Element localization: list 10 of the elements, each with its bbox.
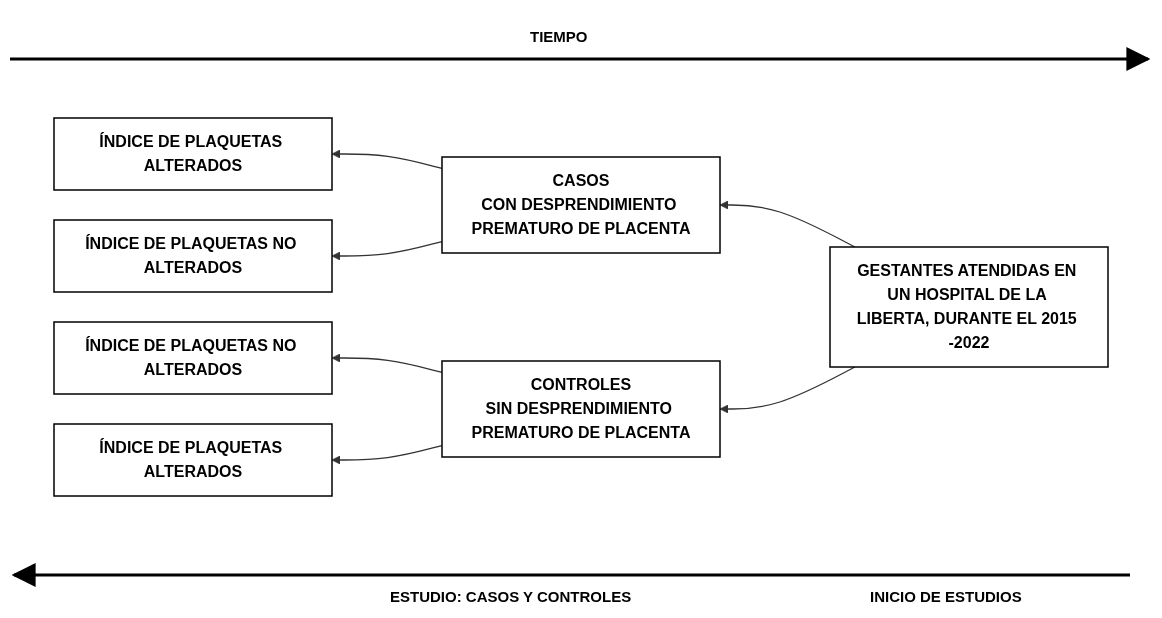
- axis-label: INICIO DE ESTUDIOS: [870, 588, 1022, 605]
- node-box: ÍNDICE DE PLAQUETAS ALTERADOS: [53, 423, 333, 497]
- axis-label: ESTUDIO: CASOS Y CONTROLES: [390, 588, 632, 605]
- node-box: CASOS CON DESPRENDIMIENTO PREMATURO DE PLACENTA: [441, 156, 721, 254]
- node-box: ÍNDICE DE PLAQUETAS NO ALTERADOS: [53, 321, 333, 395]
- axis-label: TIEMPO: [530, 28, 588, 45]
- node-box: CONTROLES SIN DESPRENDIMIENTO PREMATURO DE PLACENTA: [441, 360, 721, 458]
- node-box: GESTANTES ATENDIDAS EN UN HOSPITAL DE LA LIBERTA, DURANTE EL 2015 -2022: [829, 246, 1109, 368]
- node-box: ÍNDICE DE PLAQUETAS ALTERADOS: [53, 117, 333, 191]
- node-box: ÍNDICE DE PLAQUETAS NO ALTERADOS: [53, 219, 333, 293]
